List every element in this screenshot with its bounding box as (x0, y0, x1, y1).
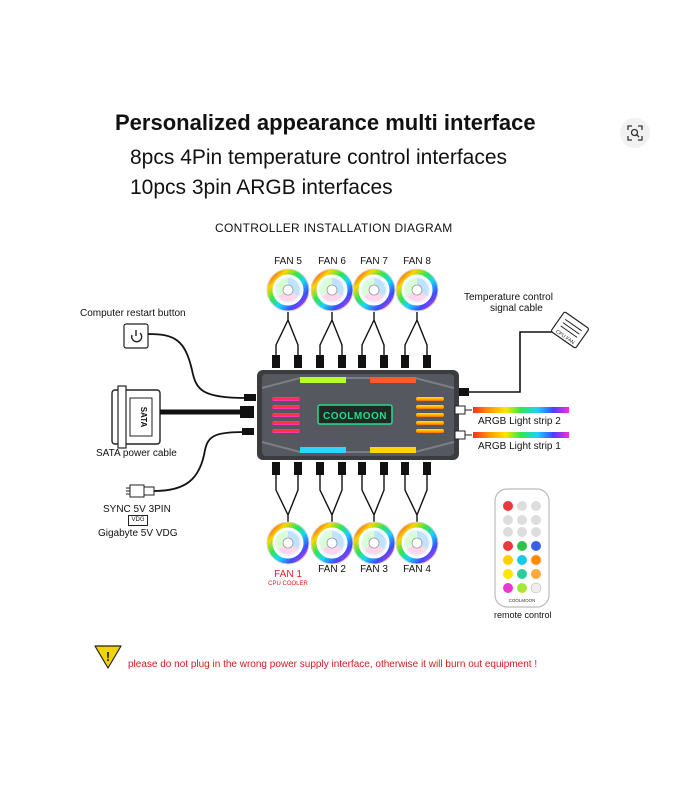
fan-6-label: FAN 6 (318, 256, 346, 267)
page-title: Personalized appearance multi interface (115, 110, 536, 135)
sata-plug-icon: SATA (111, 385, 161, 449)
remote-control-label: remote control (494, 610, 552, 620)
fan-1-label: FAN 1 CPU COOLER (262, 564, 314, 587)
fan-7-label: FAN 7 (360, 256, 388, 267)
svg-text:!: ! (106, 649, 110, 664)
fan-5-icon (267, 269, 309, 311)
argb-strip-2-label: ARGB Light strip 2 (478, 416, 561, 427)
subtitle-4pin: 8pcs 4Pin temperature control interfaces (130, 146, 508, 169)
subtitle-3pin: 10pcs 3pin ARGB interfaces (130, 176, 393, 199)
warning-text: please do not plug in the wrong power su… (128, 659, 538, 670)
image-search-button[interactable] (620, 118, 650, 148)
fan-1-name: FAN 1 (274, 569, 302, 580)
fan-4-icon (396, 522, 438, 564)
fan-3-icon (353, 522, 395, 564)
argb-strip-1-label: ARGB Light strip 1 (478, 441, 561, 452)
sync-connector-icon (126, 484, 155, 498)
sync-label: SYNC 5V 3PIN (103, 504, 171, 515)
top-fan-cables (275, 312, 428, 360)
gigabyte-vdg-label: Gigabyte 5V VDG (98, 528, 178, 539)
restart-button-label: Computer restart button (80, 308, 186, 319)
remote-control-icon: COOLMOON (494, 488, 550, 608)
image-search-icon (627, 125, 643, 141)
argb-strip-2-icon (473, 407, 569, 413)
diagram-title: CONTROLLER INSTALLATION DIAGRAM (215, 221, 453, 235)
cpu-fan-connector-icon: CPU FAN (551, 311, 589, 349)
fan-2-label: FAN 2 (318, 564, 346, 575)
remote-brand-label: COOLMOON (509, 598, 536, 603)
restart-button-icon (123, 323, 149, 349)
fan-8-label: FAN 8 (403, 256, 431, 267)
fan-3-label: FAN 3 (360, 564, 388, 575)
temperature-cable-label-2: signal cable (490, 303, 543, 314)
fan-4-label: FAN 4 (403, 564, 431, 575)
argb-strip-1-icon (473, 432, 569, 438)
controller-brand-label: COOLMOON (323, 411, 387, 422)
sata-cable-label: SATA power cable (96, 448, 177, 459)
vdg-tag: VDG (128, 515, 148, 526)
warning-triangle-icon: ! (94, 645, 122, 669)
sata-plug-text: SATA (139, 407, 148, 428)
fan-2-icon (311, 522, 353, 564)
temperature-cable-label-1: Temperature control (464, 292, 553, 303)
fan-8-icon (396, 269, 438, 311)
bottom-fan-cables (275, 475, 428, 522)
controller-hub: COOLMOON (257, 370, 459, 460)
fan-1-cpu-cooler: CPU COOLER (268, 581, 308, 587)
fan-7-icon (353, 269, 395, 311)
fan-1-icon (267, 522, 309, 564)
fan-5-label: FAN 5 (274, 256, 302, 267)
fan-6-icon (311, 269, 353, 311)
